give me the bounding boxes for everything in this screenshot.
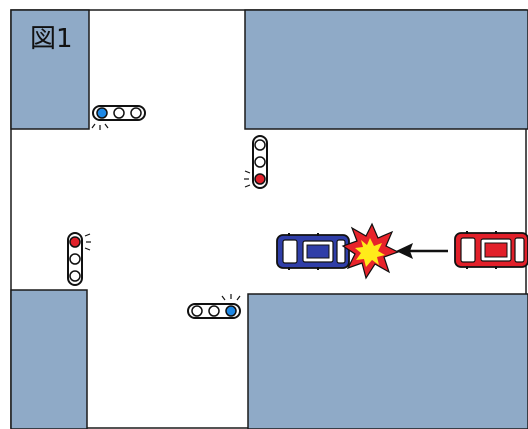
travel-arrow-icon — [396, 243, 448, 259]
signal-glow-icon — [85, 234, 91, 250]
car-red — [455, 231, 528, 269]
block-bottom-right — [248, 294, 528, 429]
block-top-right — [245, 10, 528, 129]
signal-lamp-lit — [97, 108, 107, 118]
signal-glow-icon — [92, 124, 108, 130]
block-bottom-left — [11, 290, 87, 429]
signal-lamp-lit — [226, 306, 236, 316]
car-blue — [277, 233, 349, 270]
signal-lamp-lit — [70, 237, 80, 247]
signal-west-vertical — [68, 233, 91, 285]
figure-label: 図1 — [30, 18, 73, 55]
signal-south-horizontal — [188, 294, 240, 318]
signal-glow-icon — [244, 171, 250, 187]
signal-glow-icon — [222, 294, 240, 300]
signal-west-horizontal — [92, 106, 145, 130]
signal-lamp-lit — [255, 174, 265, 184]
collision-burst-icon — [343, 224, 398, 278]
signal-north-vertical — [244, 136, 267, 188]
